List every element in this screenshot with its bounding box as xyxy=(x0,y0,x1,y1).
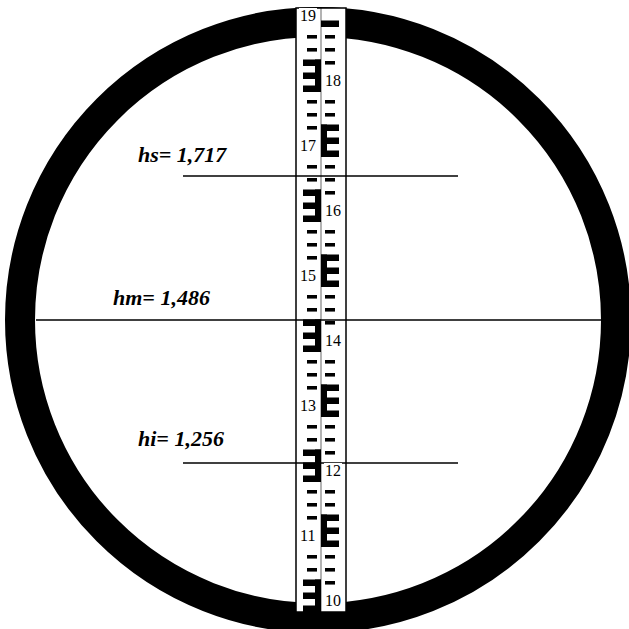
staff-mark xyxy=(325,48,335,52)
staff-mark xyxy=(303,593,321,600)
staff-mark xyxy=(303,190,321,197)
staff-mark xyxy=(307,295,317,299)
staff-mark xyxy=(307,113,317,117)
staff-mark xyxy=(303,580,321,587)
staff-centre-line xyxy=(321,8,322,612)
staff-mark xyxy=(321,151,339,158)
staff-mark xyxy=(303,450,321,457)
staff-mark xyxy=(325,243,335,247)
staff-mark xyxy=(307,165,317,169)
staff-number: 15 xyxy=(299,268,317,284)
staff-mark xyxy=(303,60,321,67)
staff-mark xyxy=(321,385,339,392)
staff-mark xyxy=(325,308,335,312)
levelling-staff xyxy=(296,8,346,612)
staff-number: 10 xyxy=(324,593,342,609)
staff-mark xyxy=(321,515,339,522)
staff-mark xyxy=(325,35,335,39)
staff-mark xyxy=(325,360,335,364)
staff-mark xyxy=(321,398,339,405)
staff-body xyxy=(296,8,346,612)
staff-number: 16 xyxy=(324,203,342,219)
staff-mark xyxy=(303,333,321,340)
staff-mark xyxy=(303,86,321,93)
staff-mark xyxy=(307,48,317,52)
stadia-reading: hi= 1,256 xyxy=(138,428,224,450)
staff-mark xyxy=(325,165,335,169)
staff-mark xyxy=(307,503,317,507)
staff-mark xyxy=(307,256,317,260)
staff-mark xyxy=(307,425,317,429)
staff-mark xyxy=(307,35,317,39)
staff-mark xyxy=(325,503,335,507)
staff-mark xyxy=(325,373,335,377)
staff-mark xyxy=(325,438,335,442)
staff-number: 18 xyxy=(324,73,342,89)
staff-mark xyxy=(303,216,321,223)
lower-stadia-hair xyxy=(183,462,458,463)
staff-mark xyxy=(307,308,317,312)
staff-mark xyxy=(307,230,317,234)
staff-mark xyxy=(307,243,317,247)
staff-mark xyxy=(303,476,321,483)
staff-mark xyxy=(325,191,335,195)
staff-mark xyxy=(321,268,339,275)
staff-mark xyxy=(325,568,335,572)
stadia-reading: hs= 1,717 xyxy=(138,144,226,166)
staff-mark xyxy=(325,321,335,325)
staff-mark xyxy=(303,346,321,353)
staff-mark xyxy=(321,125,339,132)
staff-mark xyxy=(321,528,339,535)
staff-mark xyxy=(325,555,335,559)
staff-mark xyxy=(307,490,317,494)
staff-number: 11 xyxy=(299,528,316,544)
staff-mark xyxy=(325,490,335,494)
staff-mark xyxy=(303,73,321,80)
staff-mark xyxy=(307,555,317,559)
staff-mark xyxy=(307,568,317,572)
staff-mark xyxy=(321,281,339,288)
staff-mark xyxy=(321,138,339,145)
staff-mark xyxy=(307,360,317,364)
staff-mark xyxy=(307,100,317,104)
staff-mark xyxy=(325,230,335,234)
staff-number: 17 xyxy=(299,138,317,154)
staff-mark xyxy=(307,438,317,442)
stadia-reading: hm= 1,486 xyxy=(113,287,210,309)
staff-number: 19 xyxy=(299,8,317,24)
staff-mark xyxy=(325,295,335,299)
staff-mark xyxy=(325,425,335,429)
staff-mark xyxy=(325,113,335,117)
upper-stadia-hair xyxy=(183,175,458,176)
staff-mark xyxy=(307,516,317,520)
staff-mark xyxy=(303,203,321,210)
staff-mark xyxy=(325,100,335,104)
middle-hair xyxy=(36,319,602,320)
staff-mark xyxy=(321,541,339,548)
staff-mark xyxy=(325,178,335,182)
staff-mark xyxy=(307,373,317,377)
staff-mark xyxy=(321,255,339,262)
staff-graduation xyxy=(321,21,339,28)
staff-mark xyxy=(325,61,335,65)
staff-number: 14 xyxy=(324,333,342,349)
staff-mark xyxy=(325,581,335,585)
staff-mark xyxy=(321,21,339,28)
staff-mark xyxy=(321,411,339,418)
staff-mark xyxy=(307,386,317,390)
staff-number: 13 xyxy=(299,398,317,414)
staff-mark xyxy=(307,126,317,130)
staff-mark xyxy=(325,451,335,455)
staff-number: 12 xyxy=(324,463,342,479)
staff-mark xyxy=(307,178,317,182)
staff-mark xyxy=(303,606,321,613)
